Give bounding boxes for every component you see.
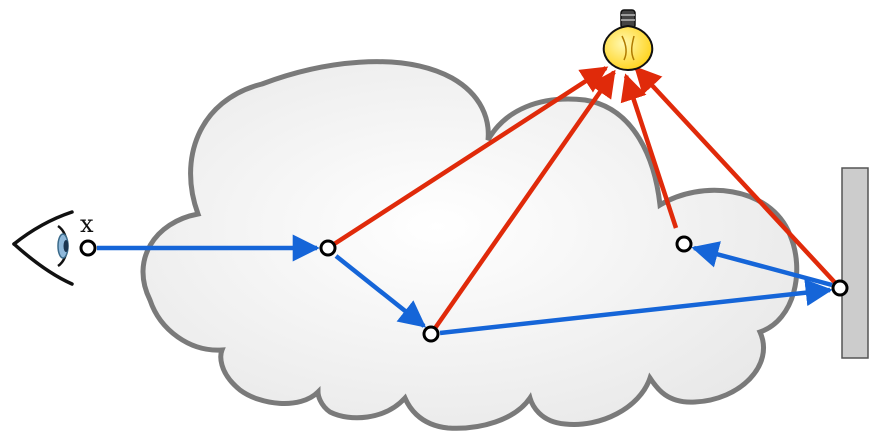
camera-vertex bbox=[79, 239, 97, 257]
wall-surface-icon bbox=[841, 167, 869, 359]
camera-point-label: x bbox=[80, 210, 94, 238]
shadow-ray bbox=[634, 66, 842, 290]
scatter-vertex bbox=[319, 239, 337, 257]
path-segment bbox=[691, 241, 833, 288]
path-vertices bbox=[79, 235, 849, 343]
path-segment bbox=[334, 254, 427, 328]
wall-vertex bbox=[831, 279, 849, 297]
camera-path bbox=[97, 234, 833, 336]
cloud-volume-icon bbox=[140, 59, 800, 431]
scatter-vertex bbox=[422, 325, 440, 343]
scatter-vertex bbox=[675, 235, 693, 253]
path-segment bbox=[439, 279, 833, 336]
shadow-rays bbox=[326, 66, 842, 336]
shadow-ray bbox=[326, 66, 609, 250]
eye-icon bbox=[12, 210, 74, 286]
light-bulb-icon bbox=[602, 9, 654, 72]
shadow-ray bbox=[620, 73, 679, 229]
shadow-ray bbox=[429, 69, 616, 336]
